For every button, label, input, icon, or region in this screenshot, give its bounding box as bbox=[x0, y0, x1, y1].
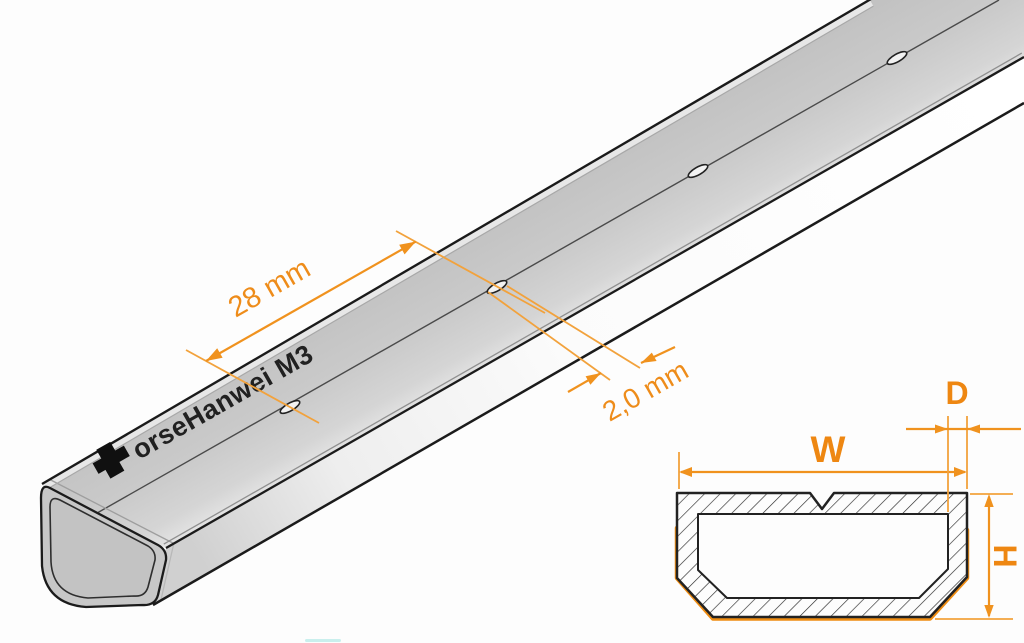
end-chamfer-top bbox=[49, 478, 175, 545]
thickness-arrowhead-right bbox=[967, 424, 980, 434]
pitch-dimension-line bbox=[205, 240, 417, 362]
tube-isometric-view: orseHanwei M3 bbox=[39, 0, 1024, 609]
hole-extension-line-2 bbox=[506, 285, 641, 369]
width-label: W bbox=[811, 429, 846, 470]
height-arrowhead-bottom bbox=[984, 605, 994, 618]
top-edge-inner-line bbox=[45, 5, 874, 491]
hole-dimension-label: 2,0 mm bbox=[597, 354, 693, 427]
thickness-label: D bbox=[945, 375, 968, 411]
tube-top-edge-highlight bbox=[42, 0, 874, 491]
tube-side-face bbox=[153, 57, 1024, 605]
height-label: H bbox=[987, 544, 1023, 567]
watermark-dash bbox=[305, 639, 341, 642]
vent-slot bbox=[687, 163, 709, 179]
cross-section-view: W D H bbox=[674, 375, 1023, 621]
vent-slot bbox=[886, 50, 908, 66]
height-dimension: H bbox=[935, 493, 1023, 620]
cross-section-inner-cavity bbox=[697, 513, 949, 599]
tube-seam-line bbox=[97, 0, 1000, 514]
tube-end-face-inner-wall bbox=[49, 497, 156, 599]
width-dimension: W bbox=[678, 429, 967, 489]
pitch-dimension-label: 28 mm bbox=[223, 252, 316, 324]
hole-extension-line-1 bbox=[487, 291, 611, 381]
tube-top-face bbox=[42, 0, 1024, 548]
end-chamfer-side bbox=[160, 543, 175, 601]
thickness-arrowhead-left bbox=[935, 424, 948, 434]
pitch-arrowhead-right bbox=[399, 241, 416, 255]
pitch-extension-line-2 bbox=[395, 230, 546, 314]
tube-top-silhouette bbox=[41, 0, 872, 486]
tube-bottom-silhouette bbox=[152, 101, 1024, 607]
hole-arrowhead-right bbox=[641, 352, 657, 363]
height-arrowhead-top bbox=[984, 494, 994, 507]
thickness-dimension: D bbox=[906, 375, 1021, 512]
front-edge-inner-line bbox=[163, 52, 1023, 545]
pitch-extension-line-1 bbox=[185, 349, 320, 424]
width-arrowhead-left bbox=[679, 467, 692, 477]
hole-arrowhead-left bbox=[585, 373, 601, 385]
width-arrowhead-right bbox=[954, 467, 967, 477]
tube-front-top-edge bbox=[165, 56, 1024, 549]
pitch-arrowhead-left bbox=[206, 348, 223, 361]
brand-logo-icon bbox=[92, 441, 130, 479]
